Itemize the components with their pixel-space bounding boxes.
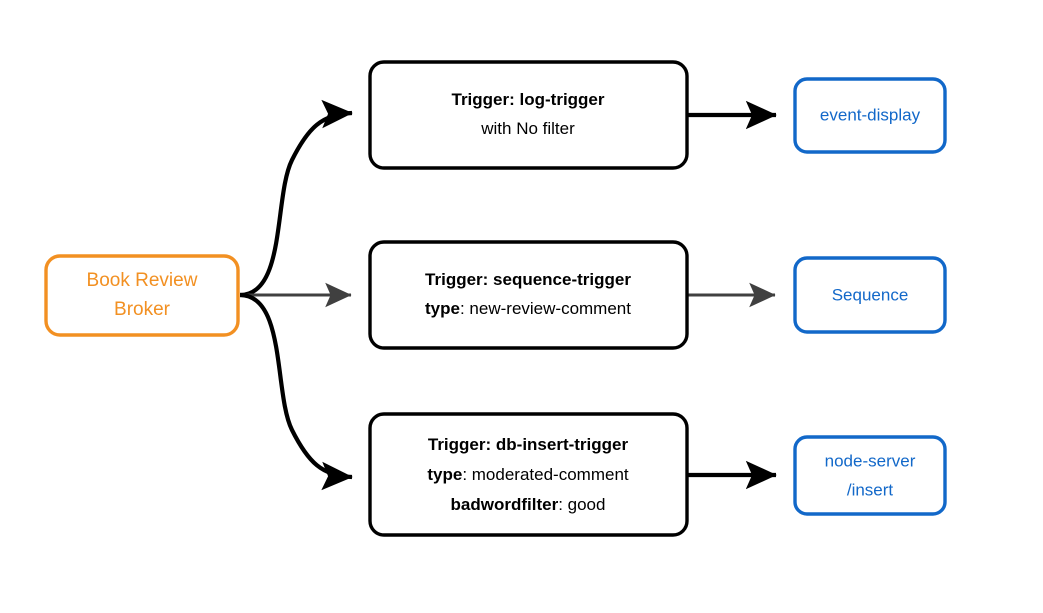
event-display-label: event-display <box>820 105 921 124</box>
edge-layer <box>239 99 777 491</box>
sequence-label: Sequence <box>832 285 909 304</box>
log-trigger-line-2-rest: with No filter <box>480 119 575 138</box>
sequence-trigger-line-1: Trigger: sequence-trigger <box>425 270 631 289</box>
sequence-box[interactable] <box>793 256 947 334</box>
broker-label-line-2: Broker <box>114 299 171 320</box>
db-insert-trigger-line-3-rest: : good <box>558 495 605 514</box>
db-insert-trigger-line-3-bold: badwordfilter <box>451 495 559 514</box>
edge-broker-to-db-insert-trigger <box>239 292 353 491</box>
node-sequence[interactable]: Sequence <box>793 256 947 334</box>
node-log-trigger[interactable]: Trigger: log-trigger with No filter <box>368 60 689 170</box>
db-insert-trigger-line-1-bold: Trigger: db-insert-trigger <box>428 435 629 454</box>
db-insert-trigger-box[interactable] <box>368 412 689 537</box>
broker-label-line-1: Book Review <box>87 270 198 291</box>
db-insert-trigger-line-3: badwordfilter: good <box>451 495 606 514</box>
node-node-server-insert[interactable]: node-server /insert <box>793 435 947 516</box>
node-server-insert-label-line-2: /insert <box>847 480 894 499</box>
sequence-trigger-box[interactable] <box>368 240 689 350</box>
sequence-trigger-line-1-bold: Trigger: sequence-trigger <box>425 270 631 289</box>
db-insert-trigger-line-2: type: moderated-comment <box>427 465 629 484</box>
log-trigger-box[interactable] <box>368 60 689 170</box>
node-book-review-broker[interactable]: Book Review Broker <box>44 254 240 337</box>
node-server-insert-label-line-1: node-server <box>825 451 916 470</box>
sequence-trigger-line-2-bold: type <box>425 299 460 318</box>
db-insert-trigger-line-1: Trigger: db-insert-trigger <box>428 435 629 454</box>
sequence-trigger-line-2: type: new-review-comment <box>425 299 631 318</box>
node-db-insert-trigger[interactable]: Trigger: db-insert-trigger type: moderat… <box>368 412 689 537</box>
log-trigger-line-2: with No filter <box>480 119 575 138</box>
broker-box[interactable] <box>44 254 240 337</box>
log-trigger-line-1: Trigger: log-trigger <box>452 90 605 109</box>
db-insert-trigger-line-2-bold: type <box>427 465 462 484</box>
db-insert-trigger-line-2-rest: : moderated-comment <box>462 465 629 484</box>
edge-broker-to-log-trigger <box>239 99 353 298</box>
node-sequence-trigger[interactable]: Trigger: sequence-trigger type: new-revi… <box>368 240 689 350</box>
sequence-trigger-line-2-rest: : new-review-comment <box>460 299 631 318</box>
event-display-box[interactable] <box>793 77 947 154</box>
log-trigger-line-1-bold: Trigger: log-trigger <box>452 90 605 109</box>
node-server-insert-box[interactable] <box>793 435 947 516</box>
node-event-display[interactable]: event-display <box>793 77 947 154</box>
